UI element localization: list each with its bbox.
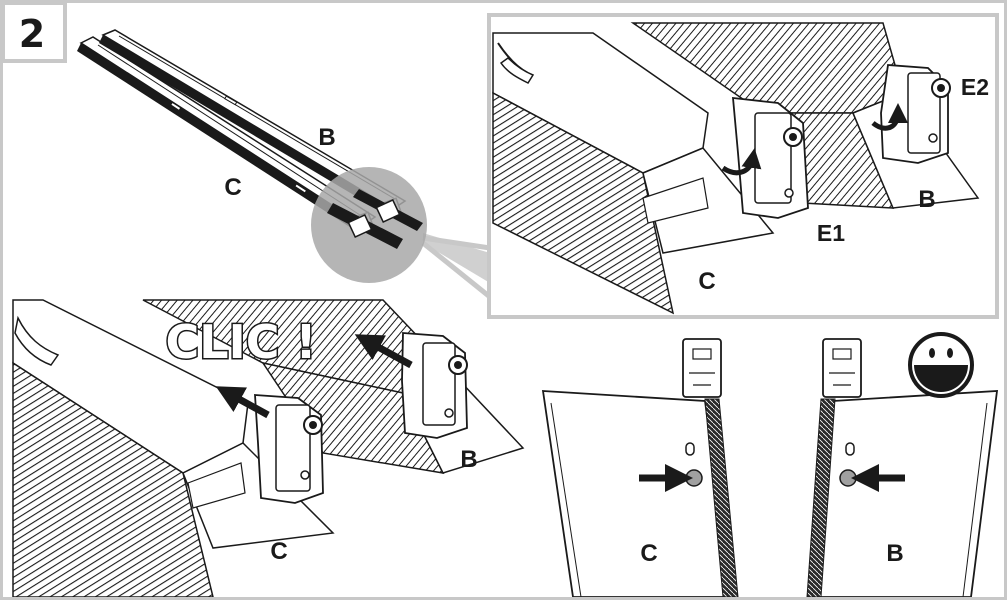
push-arrow-icon [215,386,270,419]
magnifier [311,167,492,299]
detail-label-e1: E1 [817,220,845,246]
end-cap-e2 [871,64,951,164]
detail-panel: E2 B E1 C [487,13,999,319]
clic-callout: CLIC ! [166,315,317,369]
assembly-rail-c [12,299,335,597]
assembly-label-c: C [270,538,287,565]
rotate-arrow-icon [721,148,762,176]
smiley-icon [908,332,974,398]
step-badge: 2 [3,3,67,63]
end-cap-e1 [721,96,809,219]
push-arrow-icon [354,334,413,369]
detail-label-b: B [918,186,935,213]
assembly-cap-b [401,332,468,439]
overview-label-b: B [318,124,335,151]
instruction-illustration: 2 B C [3,3,999,597]
alignment-label-c: C [640,540,657,567]
step-number: 2 [19,12,45,56]
alignment-rail-c [541,338,739,597]
detail-label-e2: E2 [961,74,989,100]
detail-label-c: C [698,268,715,295]
alignment-rail-b [806,338,999,597]
detail-rail-c [492,32,775,315]
assembly-panel: CLIC ! B C [12,299,525,597]
alignment-panel: C B [541,332,999,597]
rotate-arrow-icon [871,103,908,131]
assembly-label-b: B [460,446,477,473]
overview-label-c: C [224,174,241,201]
assembly-cap-c [254,394,324,504]
alignment-label-b: B [886,540,903,567]
